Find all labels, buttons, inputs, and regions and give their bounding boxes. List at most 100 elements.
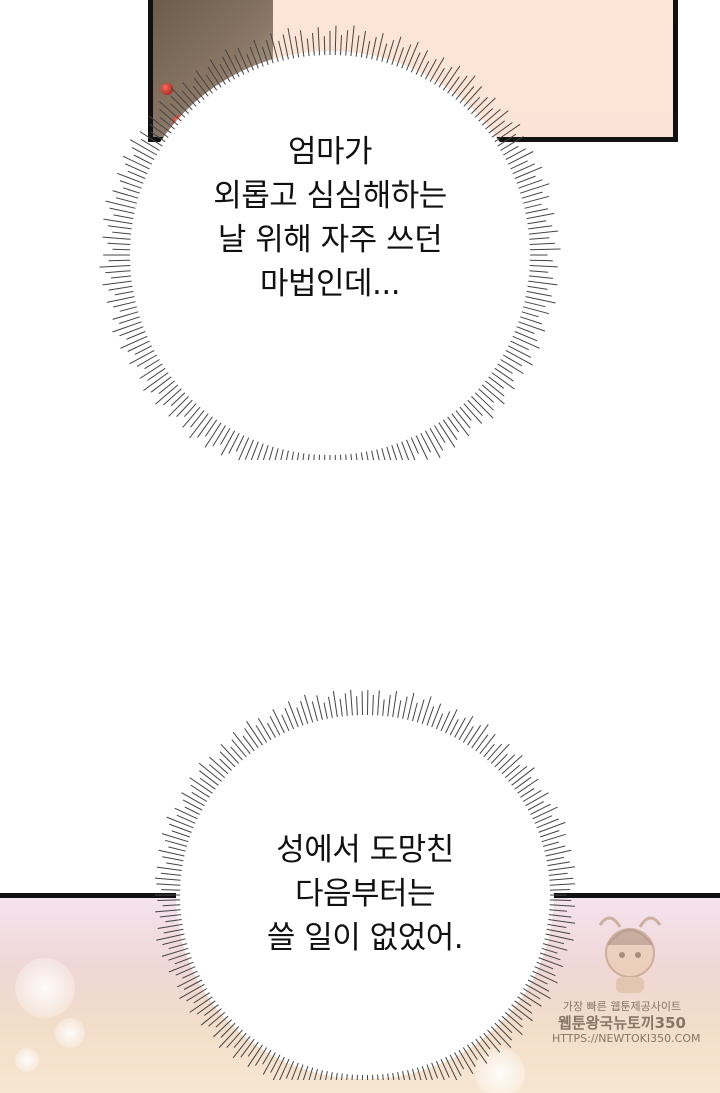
burst-line: [234, 1033, 246, 1048]
burst-line: [324, 455, 325, 460]
burst-line: [229, 433, 239, 453]
burst-line: [488, 744, 502, 760]
burst-line: [501, 360, 524, 374]
burst-line: [464, 87, 482, 107]
burst-line: [187, 989, 207, 1001]
burst-line: [508, 346, 531, 358]
burst-line: [160, 117, 175, 129]
burst-line: [163, 389, 181, 405]
burst-line: [220, 64, 230, 82]
burst-line: [128, 341, 150, 351]
burst-line: [492, 373, 515, 390]
burst-line: [221, 744, 239, 763]
burst-line: [520, 993, 541, 1007]
burst-line: [288, 28, 294, 58]
burst-line: [533, 971, 558, 983]
burst-line: [254, 40, 263, 67]
burst-line: [452, 414, 469, 436]
burst-line: [495, 368, 514, 381]
watermark-line: 가장 빠른 웹툰제공사이트: [552, 1000, 692, 1014]
speech-bubble-text: 성에서 도망친 다음부터는 쓸 일이 없었어.: [155, 828, 575, 960]
burst-line: [208, 67, 221, 87]
burst-line: [184, 980, 202, 990]
burst-line: [256, 725, 267, 742]
speech-bubble-2: 성에서 도망친 다음부터는 쓸 일이 없었어.: [155, 690, 575, 1080]
burst-line: [459, 1050, 473, 1074]
burst-line: [222, 57, 234, 79]
burst-line: [213, 426, 226, 447]
burst-line: [200, 778, 215, 789]
burst-line: [417, 700, 424, 723]
light-sparkle: [15, 958, 75, 1018]
burst-line: [456, 410, 470, 428]
burst-line: [484, 1033, 500, 1052]
burst-line: [463, 1048, 475, 1067]
burst-line: [472, 724, 489, 748]
burst-line: [446, 1057, 459, 1080]
burst-line: [505, 1012, 522, 1027]
burst-line: [238, 48, 249, 73]
burst-line: [317, 695, 323, 719]
burst-line: [377, 33, 384, 60]
burst-line: [283, 35, 288, 60]
burst-line: [460, 407, 471, 420]
burst-line: [468, 725, 481, 745]
burst-line: [171, 96, 189, 114]
burst-line: [113, 322, 142, 332]
burst-line: [439, 67, 452, 87]
burst-line: [177, 976, 199, 987]
burst-line: [231, 747, 243, 760]
burst-line: [209, 1012, 225, 1026]
light-sparkle: [15, 1048, 39, 1072]
burst-line: [300, 30, 304, 57]
burst-line: [513, 336, 540, 348]
burst-line: [220, 752, 235, 767]
burst-line: [468, 97, 480, 110]
burst-line: [479, 109, 493, 122]
burst-line: [182, 793, 205, 806]
burst-line: [210, 59, 225, 84]
burst-line: [523, 989, 540, 1000]
burst-line: [248, 1045, 263, 1067]
burst-line: [475, 98, 495, 117]
burst-line: [443, 420, 457, 440]
burst-line: [140, 364, 163, 379]
burst-line: [288, 701, 298, 727]
burst-line: [533, 807, 558, 819]
burst-line: [182, 90, 196, 106]
burst-line: [184, 404, 196, 417]
burst-line: [169, 962, 194, 972]
burst-line: [193, 86, 204, 100]
burst-line: [479, 389, 494, 403]
burst-line: [393, 691, 397, 717]
burst-line: [263, 1053, 275, 1075]
burst-line: [272, 1057, 285, 1080]
burst-line: [460, 87, 474, 103]
burst-line: [159, 381, 175, 394]
burst-line: [387, 40, 394, 63]
burst-line: [518, 779, 539, 793]
burst-line: [526, 793, 549, 806]
watermark-url: HTTPS://NEWTOKI350.COM: [552, 1032, 692, 1046]
burst-line: [201, 1009, 221, 1026]
burst-line: [499, 1020, 513, 1033]
burst-line: [204, 1005, 218, 1016]
burst-line: [198, 417, 213, 438]
burst-line: [475, 393, 493, 411]
burst-line: [324, 36, 325, 55]
burst-line: [266, 40, 273, 63]
burst-line: [194, 993, 210, 1003]
burst-line: [509, 1009, 523, 1020]
burst-line: [167, 817, 194, 828]
burst-line: [464, 404, 482, 424]
burst-line: [416, 436, 428, 460]
burst-line: [491, 744, 509, 763]
burst-line: [233, 732, 250, 754]
burst-line: [199, 771, 218, 786]
burst-line: [243, 736, 254, 751]
watermark-brand: 웹툰왕국뉴토끼350: [552, 1014, 692, 1032]
burst-line: [436, 1061, 446, 1080]
burst-line: [225, 50, 239, 77]
burst-line: [361, 31, 365, 58]
burst-line: [495, 754, 508, 767]
